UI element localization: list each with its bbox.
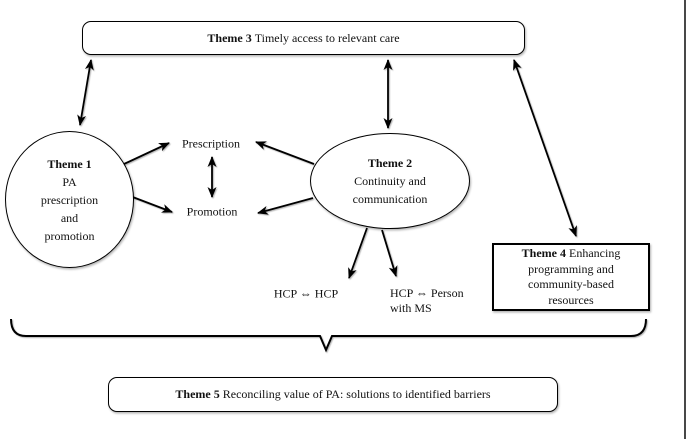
theme1-line: PA: [62, 174, 77, 189]
theme4-line: community-based: [528, 277, 614, 291]
theme5-title: Theme 5: [175, 387, 220, 401]
arrow-theme3-theme4: [513, 59, 577, 237]
theme1-line: and: [60, 210, 79, 225]
arrow-theme2-prescription: [255, 141, 315, 165]
theme3-box: Theme 3 Timely access to relevant care: [82, 21, 525, 55]
theme2-ellipse: Theme 2 Continuity and communication: [310, 133, 470, 229]
arrow-theme1-promotion: [129, 195, 173, 213]
theme2-title: Theme 2: [367, 156, 413, 170]
arrow-theme1-prescription: [123, 142, 170, 165]
promotion-label: Promotion: [186, 204, 238, 219]
theme4-title: Theme 4: [521, 246, 566, 260]
theme4-box: Theme 4 Enhancing programming and commun…: [492, 243, 650, 311]
theme3-title: Theme 3: [207, 30, 252, 45]
theme1-title: Theme 1: [47, 156, 92, 171]
hcp-person-label: HCP ⇔ Person with MS: [390, 286, 464, 316]
theme1-ellipse: Theme 1 PA prescription and promotion: [5, 131, 134, 268]
theme5-box: Theme 5 Reconciling value of PA: solutio…: [108, 377, 558, 412]
theme3-text: Timely access to relevant care: [254, 30, 400, 45]
arrow-theme2-promotion: [257, 197, 314, 215]
theme5-text: Reconciling value of PA: solutions to id…: [222, 387, 491, 401]
prescription-label: Prescription: [182, 136, 240, 151]
theme4-line: programming and: [528, 261, 614, 276]
theme4-line: resources: [548, 292, 594, 307]
theme2-line: communication: [352, 192, 428, 206]
brace: [10, 318, 647, 353]
theme4-title-rest: Enhancing: [569, 246, 621, 260]
hcp-person-line1: HCP ⇔ Person: [390, 286, 464, 300]
hcp-hcp-label: HCP ⇔ HCP: [273, 286, 339, 301]
theme4-first-line: Theme 4 Enhancing: [522, 246, 621, 262]
arrow-theme3-theme1: [77, 59, 94, 126]
arrow-theme2-hcp-hcp: [348, 227, 368, 279]
theme1-line: prescription: [40, 192, 99, 207]
hcp-person-line2: with MS: [390, 301, 432, 315]
theme1-line: promotion: [44, 228, 95, 243]
theme2-line: Continuity and: [354, 174, 426, 188]
arrow-theme2-hcp-person: [381, 229, 398, 277]
